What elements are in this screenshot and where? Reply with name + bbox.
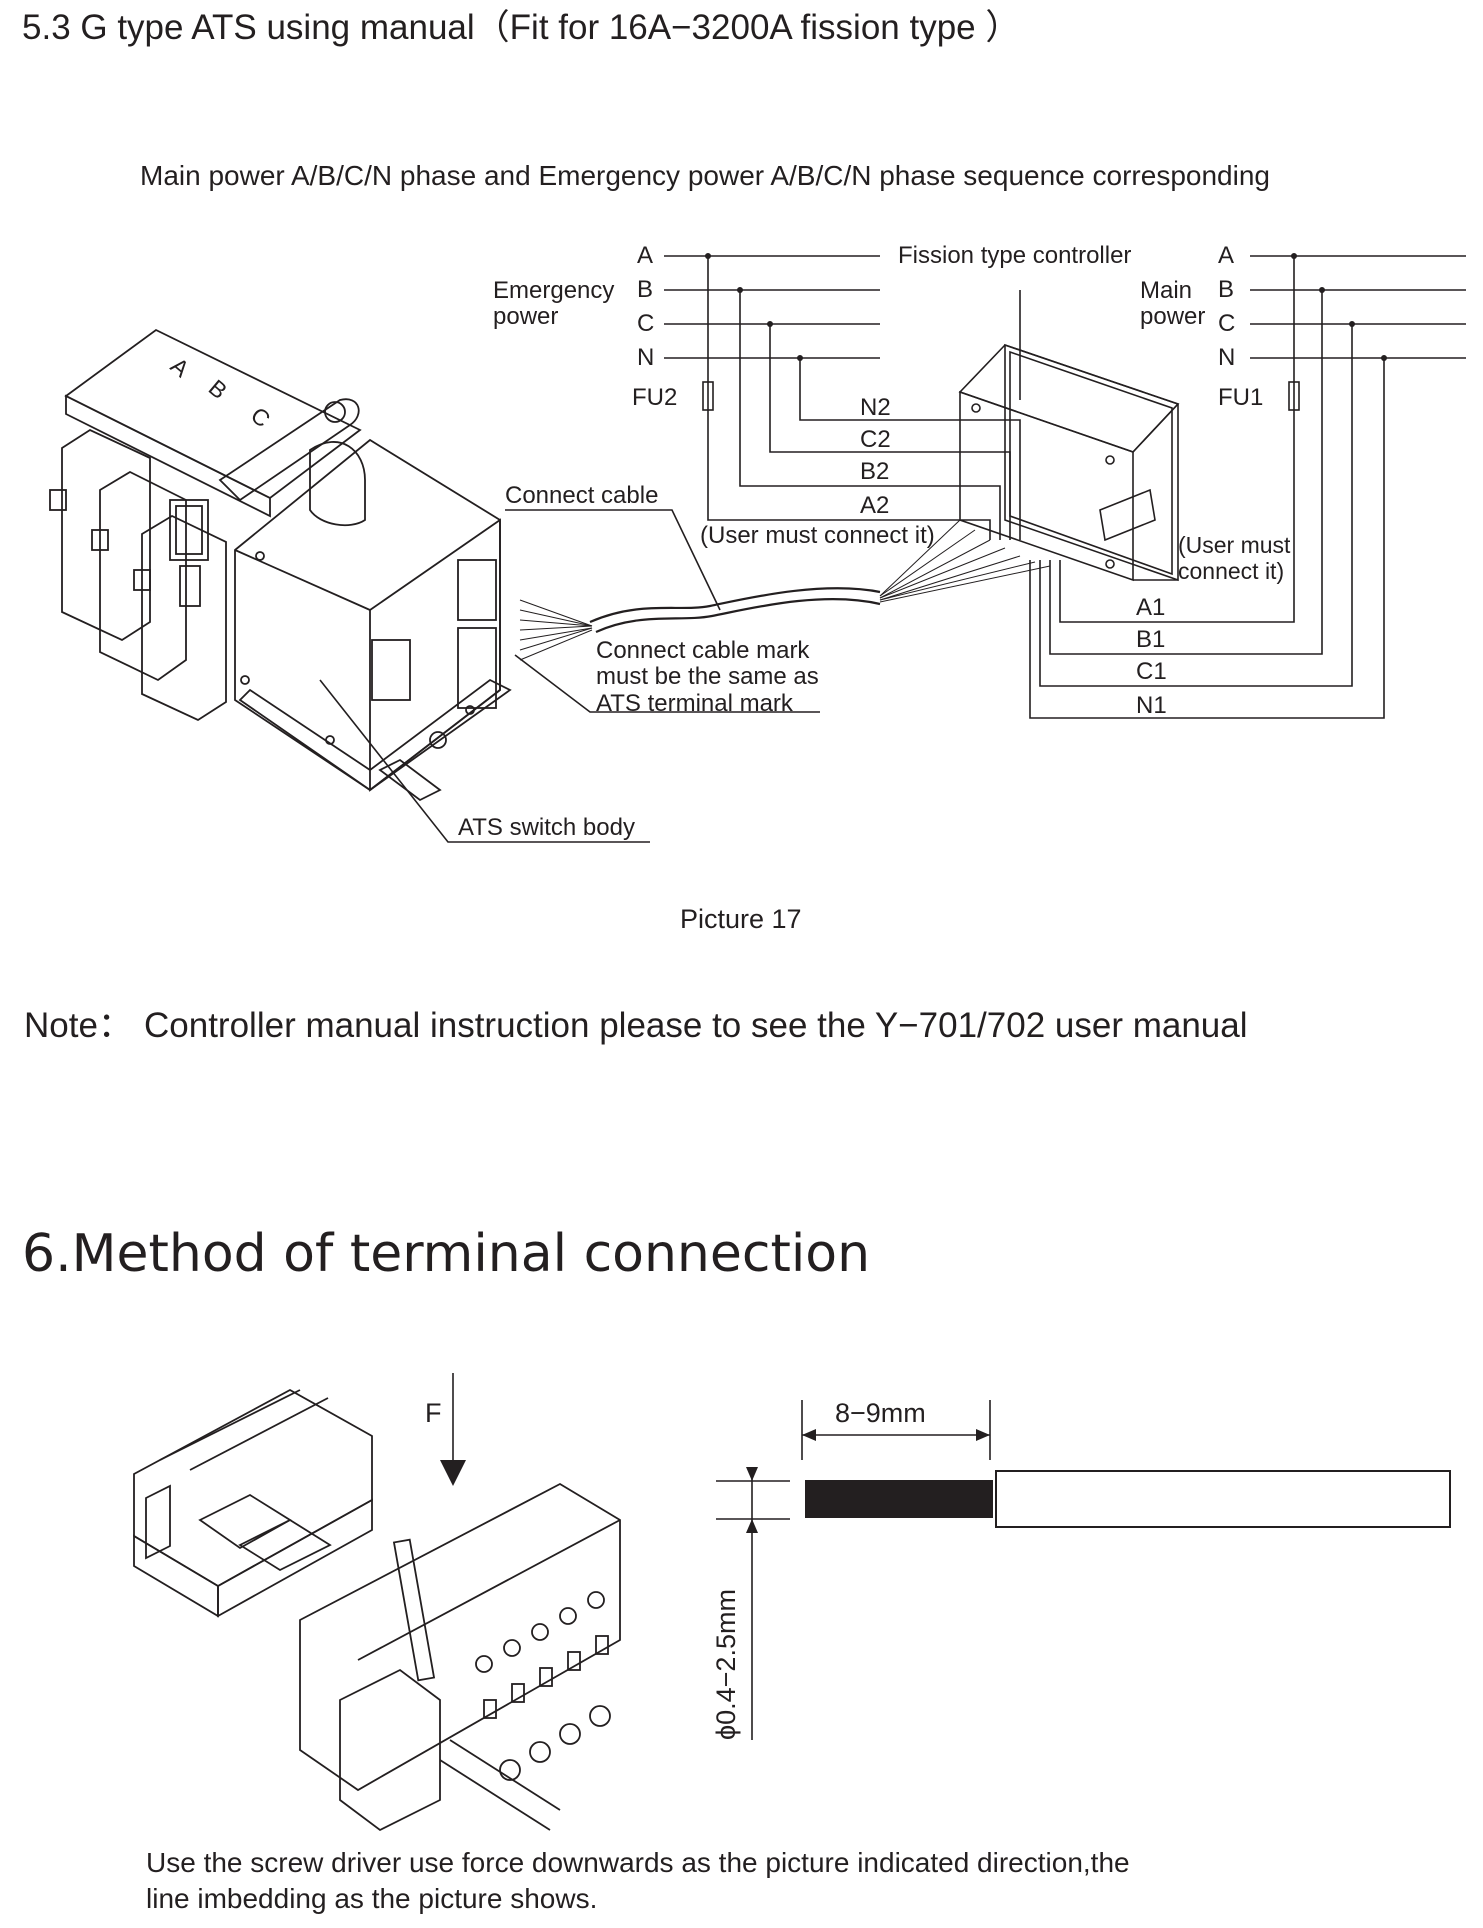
phase-sequence-subtitle: Main power A/B/C/N phase and Emergency p… <box>140 160 1270 191</box>
main-phase-n: N <box>1218 344 1236 371</box>
terminal-a1: A1 <box>1136 594 1166 621</box>
instruction-text: Use the screw driver use force downwards… <box>146 1847 1130 1915</box>
main-phase-b: B <box>1218 276 1235 303</box>
emergency-phase-a: A <box>637 242 654 269</box>
picture-caption: Picture 17 <box>680 904 802 934</box>
strip-length-label: 8−9mm <box>835 1398 926 1428</box>
wire-n2 <box>799 358 1021 540</box>
wire-b1 <box>1049 290 1323 655</box>
ats-switch-body <box>49 328 512 802</box>
screwdriver <box>392 1538 436 1682</box>
emergency-power-label: Emergency power <box>493 277 615 331</box>
wire-b2 <box>739 290 1001 540</box>
terminal-plug <box>133 1388 373 1618</box>
main-phase-c: C <box>1218 310 1236 337</box>
wire-a1 <box>1059 256 1295 623</box>
cable-mark-leader <box>514 654 820 713</box>
note-label: Note： <box>24 1006 133 1045</box>
note-text: Controller manual instruction please to … <box>144 1006 1248 1045</box>
connect-cable <box>589 587 881 624</box>
terminal-b1: B1 <box>1136 626 1166 653</box>
controller-label: Fission type controller <box>898 242 1132 269</box>
terminal-n2: N2 <box>860 394 891 421</box>
terminal-c2: C2 <box>860 426 891 453</box>
main-phase-a: A <box>1218 242 1235 269</box>
terminal-b2: B2 <box>860 458 890 485</box>
terminal-a2: A2 <box>860 492 890 519</box>
fu2-label: FU2 <box>632 384 678 411</box>
emergency-phase-c: C <box>637 310 655 337</box>
fu1-fuse <box>1288 381 1300 411</box>
force-label: F <box>425 1398 442 1428</box>
user-connect-note-right: (User must connect it) <box>1178 532 1291 585</box>
terminal-socket <box>299 1482 621 1832</box>
emergency-phase-b: B <box>637 276 654 303</box>
force-arrow-head <box>440 1460 466 1486</box>
fu1-label: FU1 <box>1218 384 1264 411</box>
cable-mark-note: Connect cable mark must be the same as A… <box>596 637 819 717</box>
wire-insulation <box>995 1470 1451 1528</box>
user-connect-note-left: (User must connect it) <box>700 522 935 549</box>
section-title-6: 6.Method of terminal connection <box>22 1224 871 1284</box>
fu2-fuse <box>702 381 714 411</box>
stripped-conductor <box>805 1480 993 1518</box>
wire-diameter-label: ϕ0.4−2.5mm <box>711 1589 741 1740</box>
terminal-n1: N1 <box>1136 692 1167 719</box>
connect-cable-label: Connect cable <box>505 482 659 509</box>
ats-switch-body-label: ATS switch body <box>458 814 635 841</box>
emergency-phase-n: N <box>637 344 655 371</box>
wire-c1 <box>1039 324 1353 687</box>
wire-a2 <box>707 256 991 540</box>
terminal-c1: C1 <box>1136 658 1167 685</box>
connect-cable-leader <box>505 509 721 611</box>
main-power-label: Main power <box>1140 277 1206 331</box>
fission-controller <box>958 343 1180 582</box>
section-title-5-3: 5.3 G type ATS using manual（Fit for 16A−… <box>22 8 1021 47</box>
ats-body-leader <box>319 679 650 843</box>
wire-n1 <box>1029 358 1385 719</box>
